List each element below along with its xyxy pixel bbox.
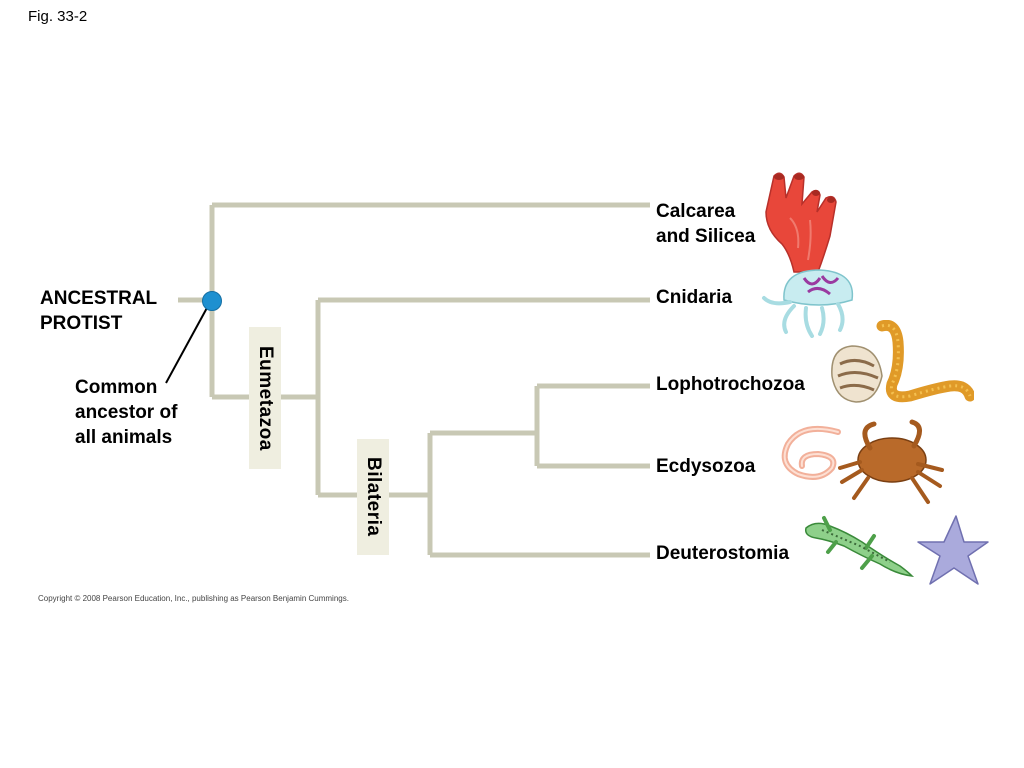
copyright-notice: Copyright © 2008 Pearson Education, Inc.… [38, 594, 349, 603]
ancestral-protist-label: ANCESTRAL PROTIST [40, 286, 157, 336]
ancestor-pointer-line [165, 305, 209, 384]
eumetazoa-label: Eumetazoa [255, 345, 276, 451]
sponge-icon [765, 172, 837, 273]
figure-label: Fig. 33-2 [28, 8, 88, 25]
ancestral-protist-line1: ANCESTRAL [40, 288, 158, 309]
jellyfish-icon [762, 269, 854, 338]
lizard-and-sea-star-icon [804, 515, 989, 585]
taxon-0-line2: and Silicea [656, 226, 756, 247]
common-ancestor-line2: ancestor of [75, 402, 178, 423]
common-ancestor-line1: Common [75, 377, 158, 398]
taxon-label-lophotrochozoa: Lophotrochozoa [656, 374, 805, 395]
eumetazoa-clade-box: Eumetazoa [249, 327, 281, 469]
common-ancestor-label: Common ancestor of all animals [75, 375, 177, 450]
taxon-label-calcarea-silicea: Calcarea and Silicea [656, 199, 755, 249]
bilateria-label: Bilateria [363, 457, 384, 537]
sponge-branch-white-lines [217, 208, 650, 214]
nematode-and-crab-icon [781, 419, 944, 504]
taxon-label-cnidaria: Cnidaria [656, 287, 733, 308]
common-ancestor-line3: all animals [75, 427, 173, 448]
taxon-label-ecdysozoa: Ecdysozoa [656, 456, 756, 477]
ancestral-protist-line2: PROTIST [40, 313, 123, 334]
clam-and-worm-icon [831, 320, 974, 403]
taxon-0-line1: Calcarea [656, 201, 736, 222]
bilateria-clade-box: Bilateria [357, 439, 389, 555]
taxon-label-deuterostomia: Deuterostomia [656, 543, 790, 564]
common-ancestor-node [202, 291, 222, 311]
